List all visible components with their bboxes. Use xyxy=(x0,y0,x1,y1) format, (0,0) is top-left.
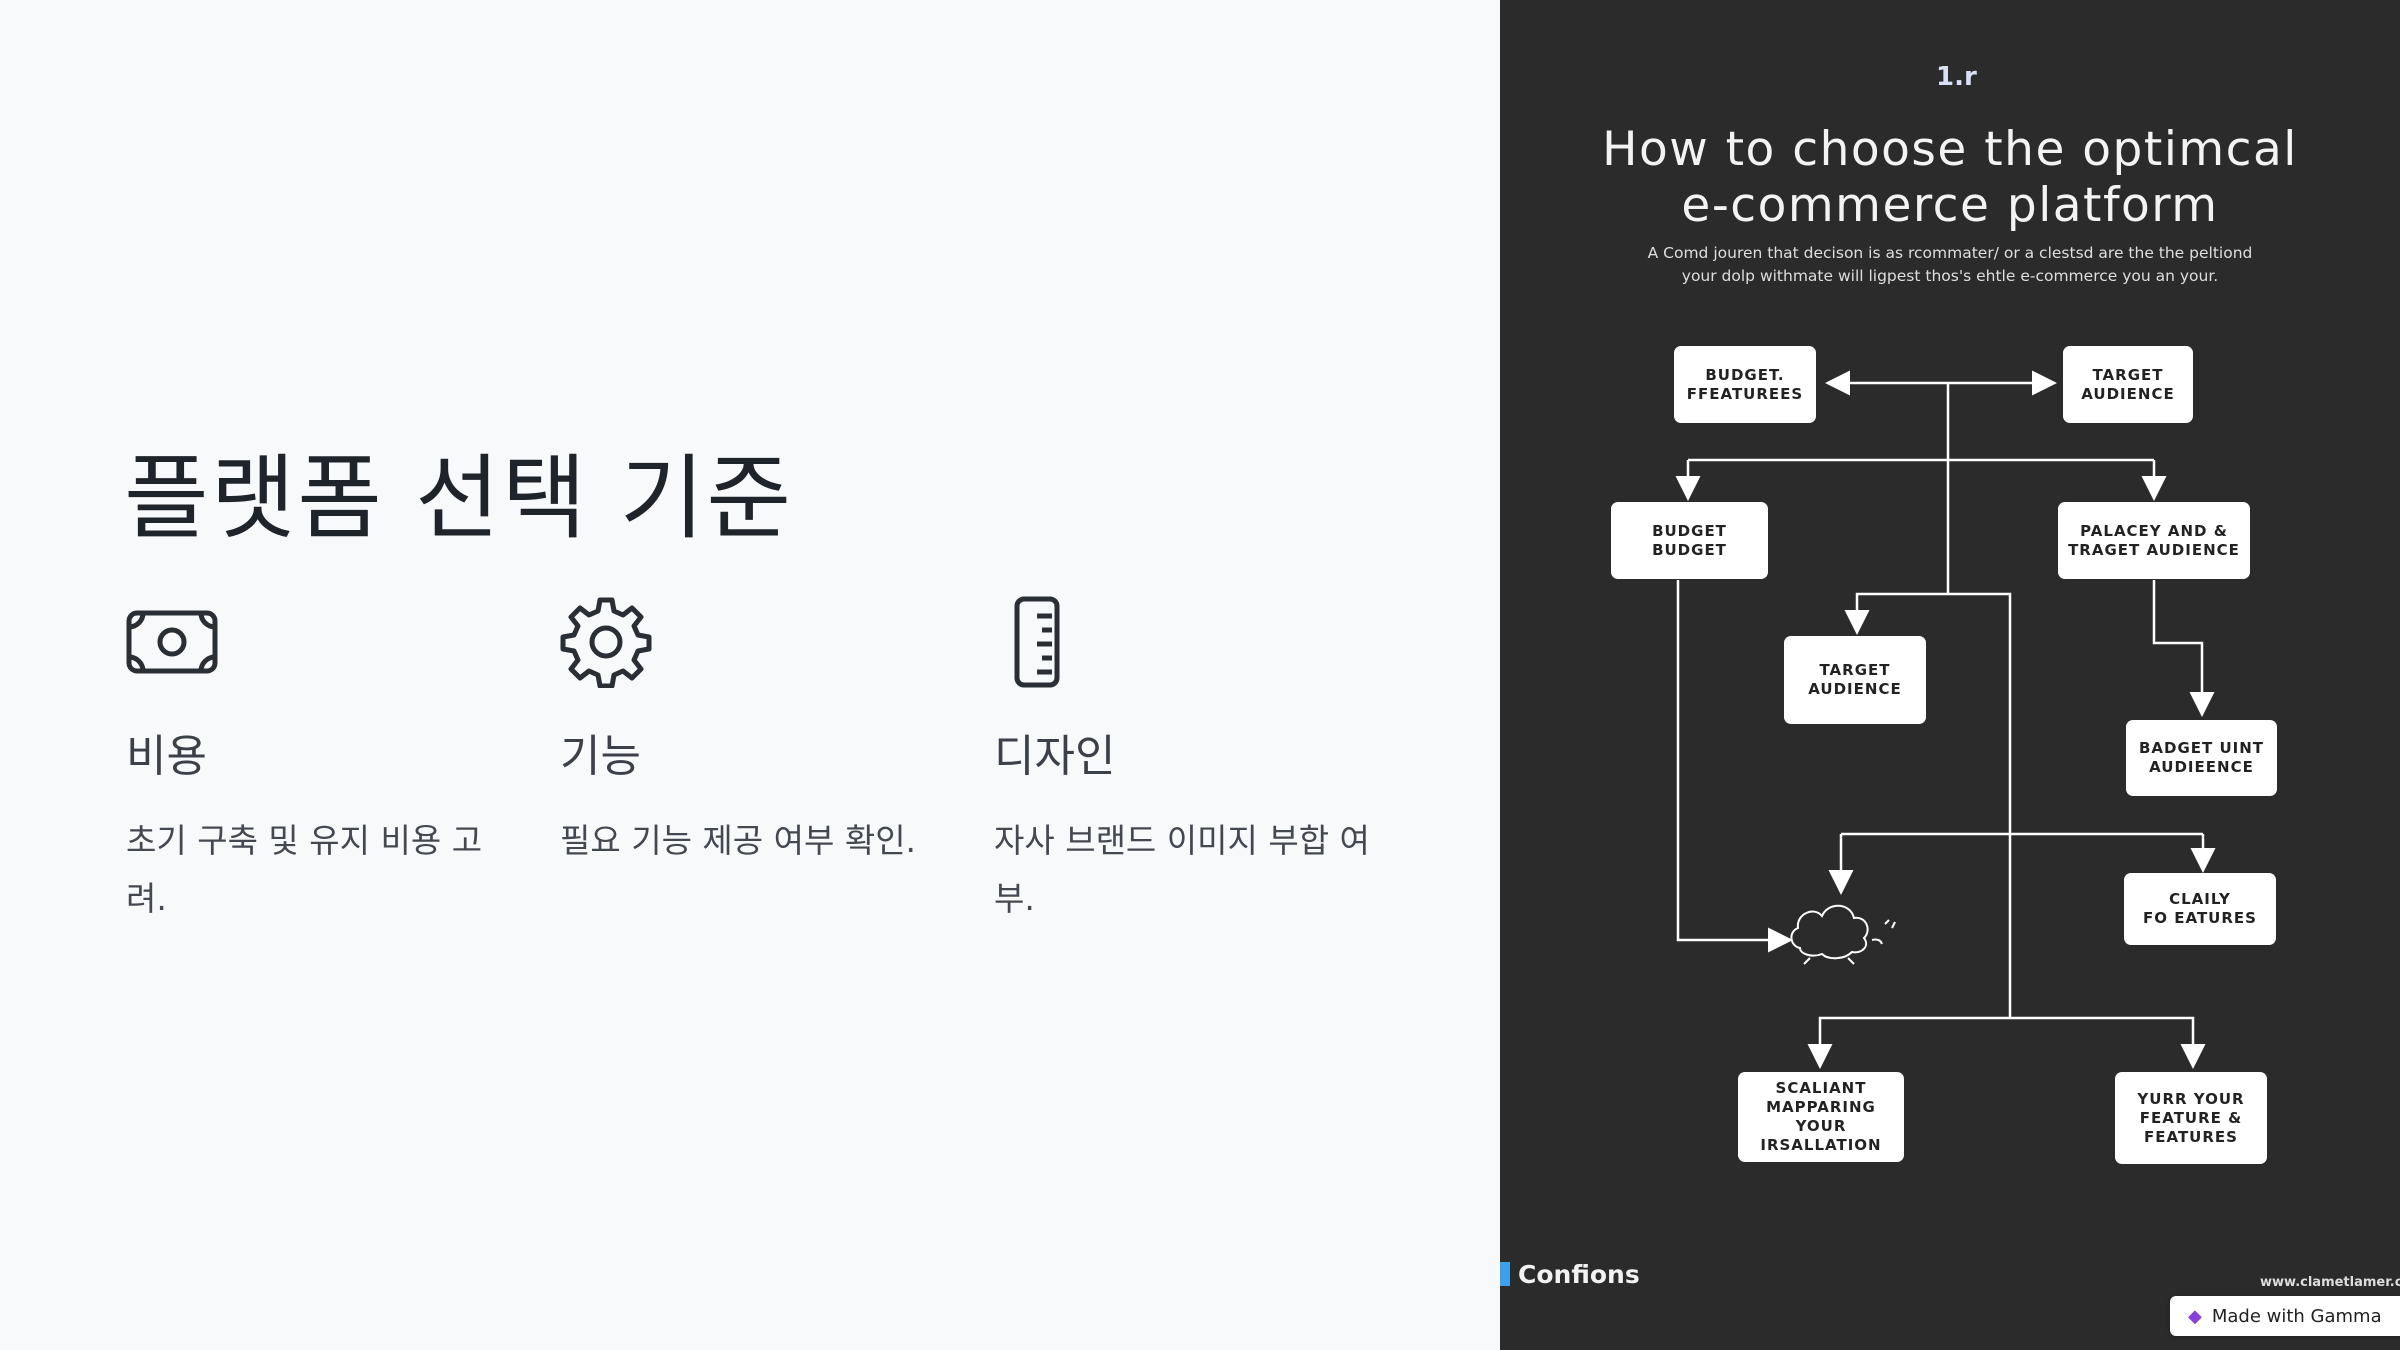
poster-url: www.clametlamer.co xyxy=(2260,1275,2400,1290)
gamma-logo-icon: ◆ xyxy=(2188,1305,2202,1327)
poster-subtitle: A Comd jouren that decison is as rcommat… xyxy=(1647,244,2253,285)
ruler-icon xyxy=(994,596,1394,688)
flow-box-budget-features: BUDGET.FFEATUREES xyxy=(1674,346,1816,423)
cloud-doodle-icon xyxy=(1790,904,1896,965)
feature-title: 디자인 xyxy=(994,731,1116,782)
poster-title-line1: How to choose the optimcal xyxy=(1602,122,2298,177)
feature-cost: 비용 초기 구축 및 유지 비용 고려. xyxy=(126,596,526,928)
flowchart-connectors xyxy=(1675,370,2216,1069)
poster-image: 1.r How to choose the optimcal e-commerc… xyxy=(1500,0,2400,1350)
feature-functions: 기능 필요 기능 제공 여부 확인. xyxy=(560,596,960,870)
money-icon xyxy=(126,596,526,688)
poster-title-line2: e-commerce platform xyxy=(1681,178,2219,233)
brand-logo-icon xyxy=(1500,1262,1510,1286)
feature-description: 필요 기능 제공 여부 확인. xyxy=(560,821,917,860)
feature-title: 비용 xyxy=(126,731,207,782)
feature-description: 자사 브랜드 이미지 부합 여부. xyxy=(994,821,1370,918)
badge-label: Made with Gamma xyxy=(2211,1305,2382,1327)
flow-box-palacey-traget: PALACEY AND &TRAGET AUDIENCE xyxy=(2058,502,2250,579)
made-with-gamma-badge[interactable]: ◆ Made with Gamma xyxy=(2170,1296,2400,1336)
gear-icon xyxy=(560,596,960,688)
feature-title: 기능 xyxy=(560,731,641,782)
slide-title: 플랫폼 선택 기준 xyxy=(124,445,793,552)
poster-brand: Confions xyxy=(1500,1260,1640,1289)
slide-content: 플랫폼 선택 기준 비용 초기 구축 및 유지 비용 고려. 기능 필요 기능 … xyxy=(124,445,1394,928)
feature-description: 초기 구축 및 유지 비용 고려. xyxy=(126,821,483,918)
feature-design: 디자인 자사 브랜드 이미지 부합 여부. xyxy=(994,596,1394,928)
poster-top-mark: 1.r xyxy=(1936,62,1977,92)
poster-title: How to choose the optimcal e-commerce pl… xyxy=(1500,122,2400,234)
